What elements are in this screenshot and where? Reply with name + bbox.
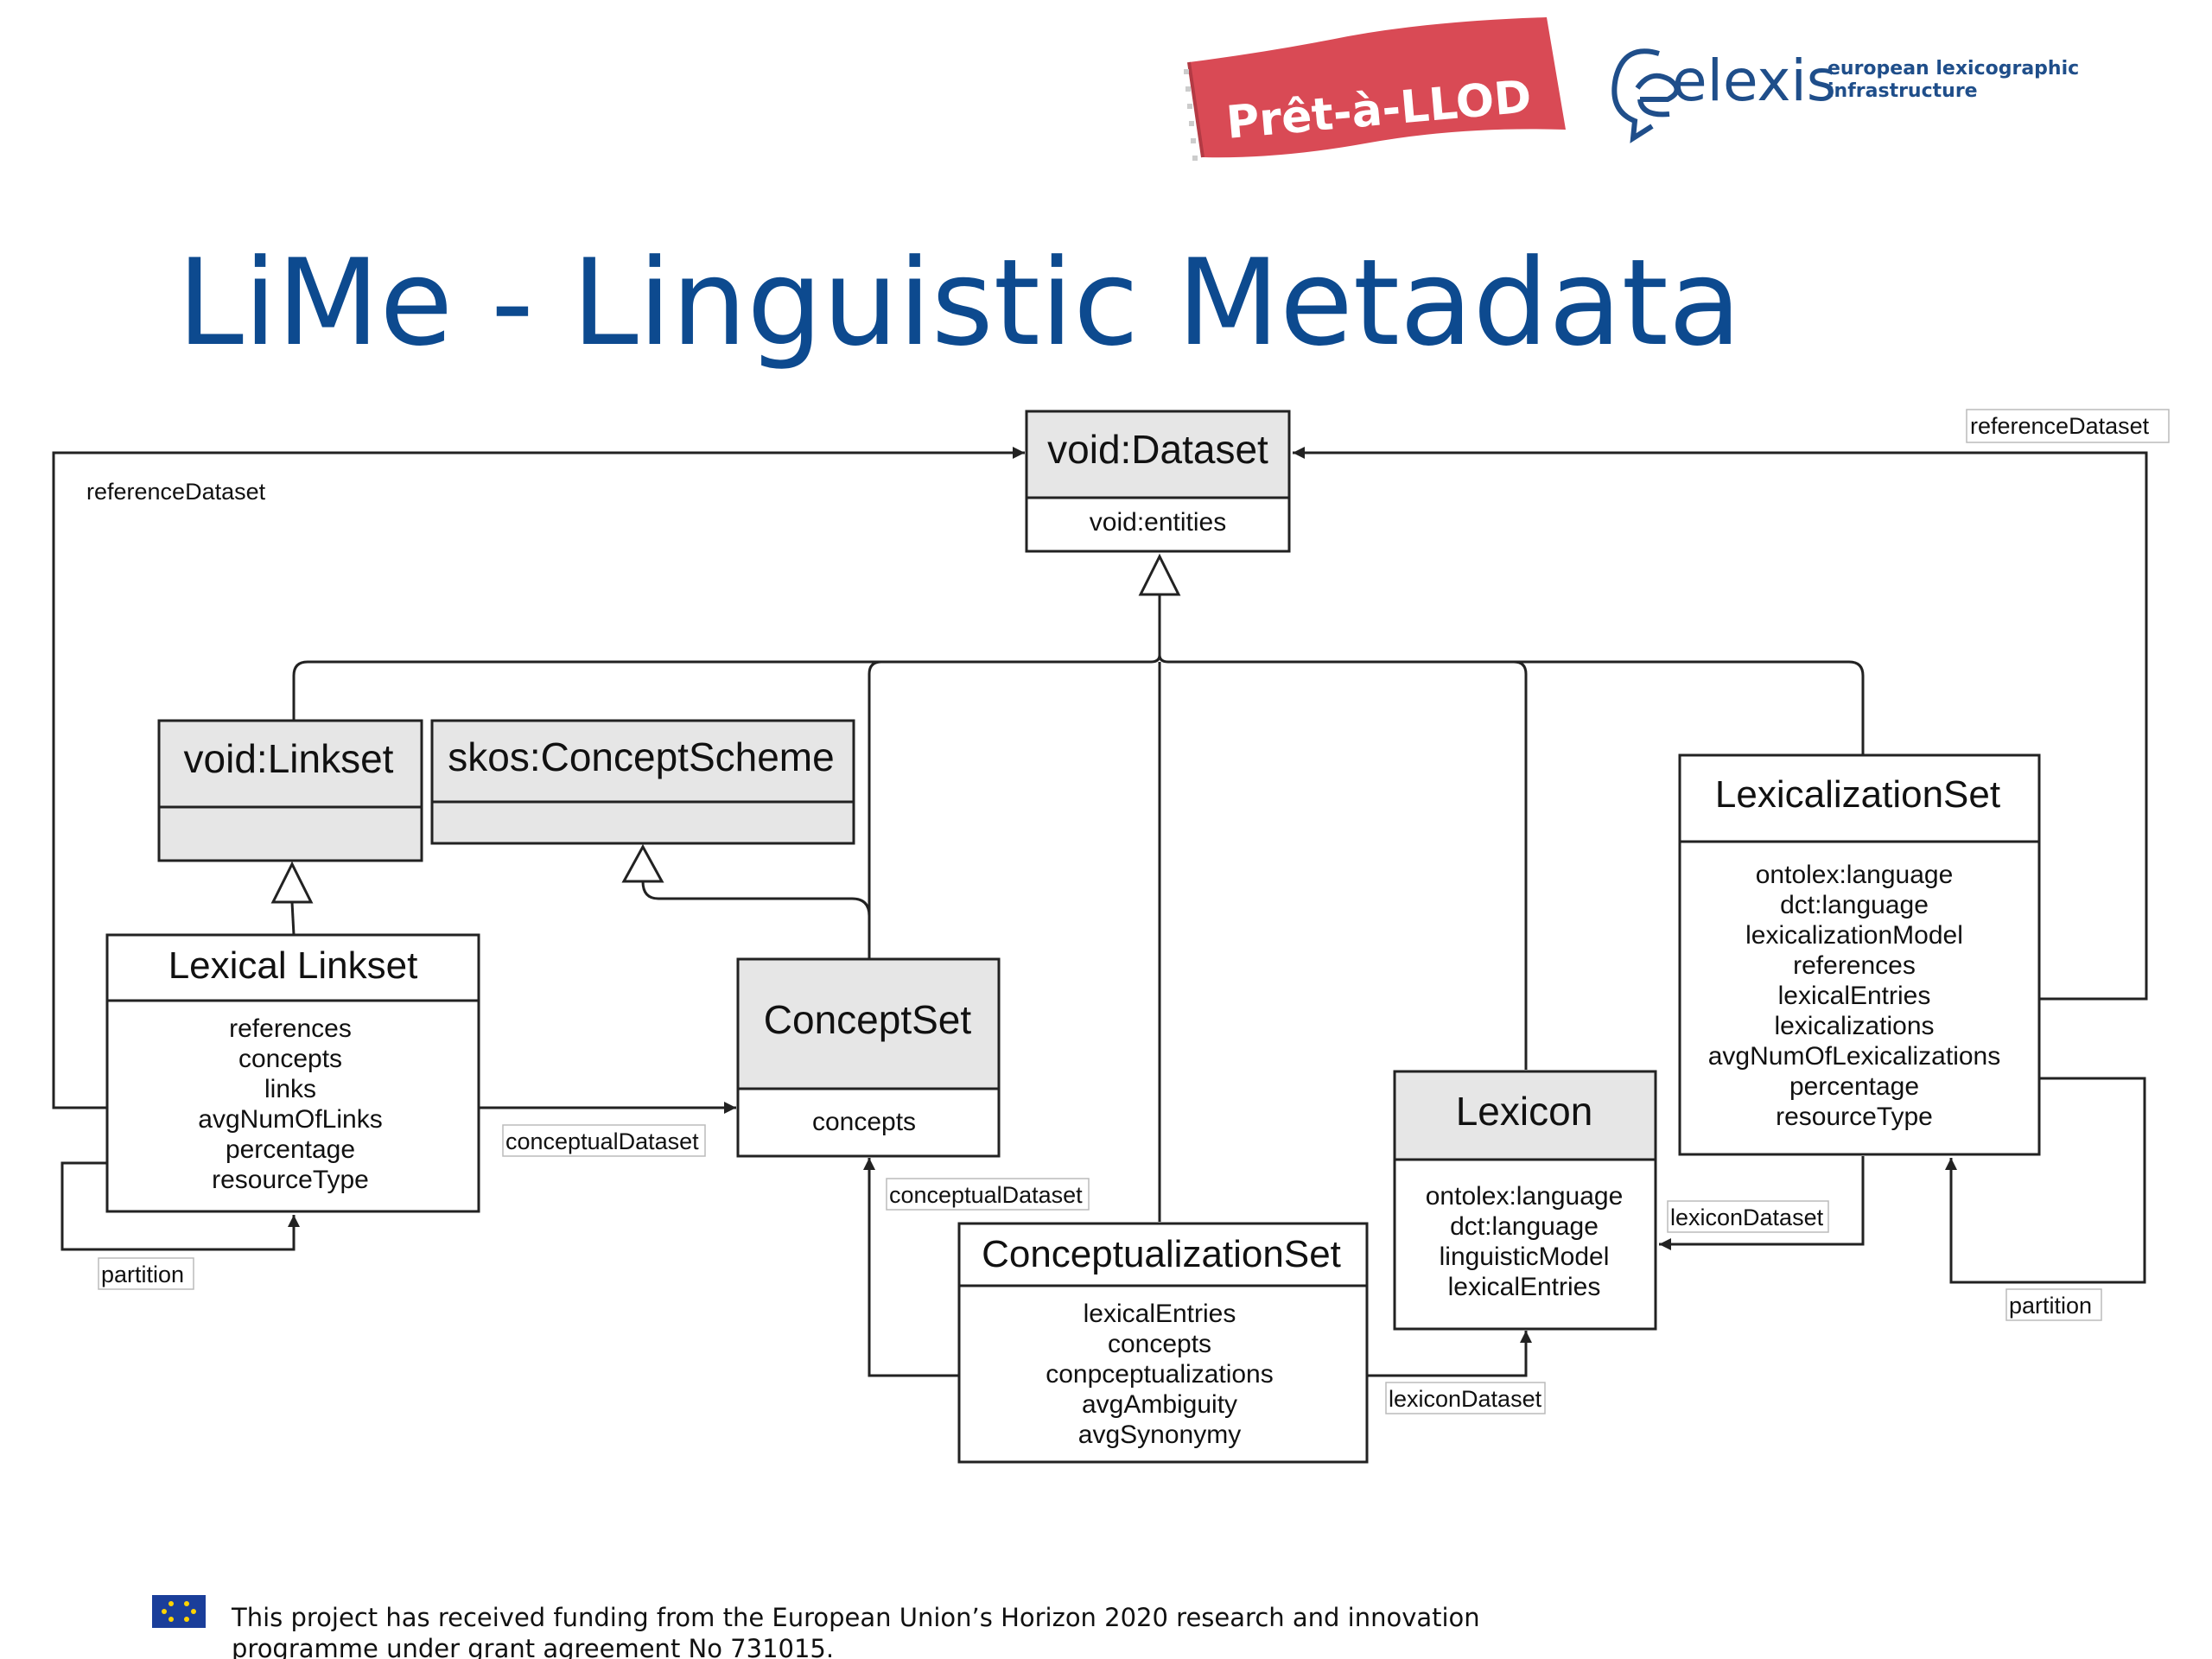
class-lexicon-attr: lexicalEntries: [1448, 1273, 1601, 1301]
class-lexicon: Lexicon ontolex:language dct:language li…: [1393, 1070, 1657, 1331]
class-lexical-linkset-attr: concepts: [238, 1045, 342, 1073]
class-conceptset-name: ConceptSet: [764, 997, 972, 1042]
linkset-triangle: [270, 861, 314, 904]
elexis-logo: elexis european lexicographic infrastruc…: [1611, 48, 2079, 143]
class-lexical-linkset-attr: links: [264, 1075, 316, 1103]
edge-labels: referenceDataset referenceDataset partit…: [86, 409, 2170, 1414]
edge-label-partition-right: partition: [2009, 1293, 2092, 1319]
class-conceptualizationset-attr: avgSynonymy: [1078, 1421, 1241, 1449]
speech-head-icon: [1611, 48, 1680, 143]
conceptual-conceptualization-edge: [863, 1158, 959, 1377]
elexis-tagline-line1: european lexicographic: [1827, 58, 2079, 79]
class-void-linkset: void:Linkset: [157, 719, 423, 862]
class-lexicalizationset-attr: lexicalizations: [1774, 1012, 1934, 1040]
class-lexicon-name: Lexicon: [1456, 1089, 1593, 1134]
class-conceptualizationset-attr: avgAmbiguity: [1082, 1390, 1237, 1419]
class-lexicon-attr: dct:language: [1450, 1212, 1599, 1241]
class-conceptset: ConceptSet concepts: [736, 957, 1001, 1158]
class-conceptualizationset-attr: concepts: [1108, 1330, 1211, 1358]
class-lexical-linkset: Lexical Linkset references concepts link…: [105, 933, 480, 1213]
class-lexical-linkset-attr: avgNumOfLinks: [198, 1105, 382, 1134]
class-conceptualizationset-attr: conpceptualizations: [1046, 1360, 1274, 1389]
class-lexicalizationset-attr: lexicalEntries: [1778, 982, 1931, 1010]
linkset-generalization: [290, 901, 296, 936]
partition-right-edge: [1945, 1077, 2146, 1284]
conceptscheme-triangle: [621, 843, 664, 883]
class-void-dataset: void:Dataset void:entities: [1025, 410, 1291, 553]
edge-label-conceptual-linkset: conceptualDataset: [505, 1128, 699, 1154]
class-skos-conceptscheme-name: skos:ConceptScheme: [448, 734, 834, 779]
class-lexicon-attr: ontolex:language: [1426, 1182, 1624, 1211]
eu-flag-icon: [152, 1595, 206, 1628]
edge-label-partition-left: partition: [101, 1262, 184, 1287]
pret-a-llod-logo: Prêt-à-LLOD: [1184, 17, 1566, 161]
class-lexicalizationset-attr: lexicalizationModel: [1745, 921, 1963, 950]
class-conceptualizationset-name: ConceptualizationSet: [982, 1233, 1341, 1275]
class-lexical-linkset-attr: resourceType: [212, 1166, 369, 1194]
class-lexicon-attr: linguisticModel: [1440, 1243, 1610, 1271]
class-lexicalizationset-attr: dct:language: [1780, 891, 1929, 919]
edge-label-conceptual-conceptualization: conceptualDataset: [889, 1182, 1083, 1208]
elexis-tagline-line2: infrastructure: [1827, 80, 1978, 102]
class-lexicalizationset-attr: ontolex:language: [1756, 861, 1954, 889]
page-title: LiMe - Linguistic Metadata: [177, 233, 1741, 372]
footer-line2: programme under grant agreement No 73101…: [232, 1634, 834, 1659]
class-void-dataset-name: void:Dataset: [1047, 427, 1268, 472]
ref-left-edge: [52, 447, 1025, 1109]
class-lexicalizationset-attr: references: [1793, 951, 1916, 980]
partition-left-edge: [60, 1161, 300, 1251]
class-skos-conceptscheme: skos:ConceptScheme: [430, 719, 855, 845]
footer-line1: This project has received funding from t…: [231, 1603, 1480, 1632]
elexis-logo-text: elexis: [1672, 48, 1836, 114]
class-lexicalizationset: LexicalizationSet ontolex:language dct:l…: [1678, 753, 2041, 1156]
class-conceptualizationset-attr: lexicalEntries: [1084, 1300, 1236, 1328]
class-lexical-linkset-attr: references: [229, 1014, 352, 1043]
ref-right-edge: [1293, 447, 2148, 1001]
class-void-dataset-attr: void:entities: [1090, 508, 1226, 537]
class-conceptset-attr: concepts: [812, 1108, 916, 1136]
dataset-triangle: [1138, 553, 1181, 596]
class-lexical-linkset-name: Lexical Linkset: [168, 944, 418, 987]
lexicon-lexicalization-edge: [1659, 1156, 1865, 1250]
generalization-bus: [1158, 594, 1865, 755]
edge-label-ref-left: referenceDataset: [86, 479, 266, 505]
class-void-linkset-name: void:Linkset: [184, 736, 394, 781]
class-lexicalizationset-attr: percentage: [1789, 1072, 1919, 1101]
diagram-connectors: [52, 447, 2148, 1377]
edge-label-lexicon-conceptualization: lexiconDataset: [1389, 1386, 1542, 1412]
edge-label-lexicon-lexicalization: lexiconDataset: [1670, 1205, 1824, 1230]
class-conceptualizationset: ConceptualizationSet lexicalEntries conc…: [957, 1222, 1369, 1464]
conceptset-generalization: [641, 880, 871, 959]
class-lexicalizationset-attr: avgNumOfLexicalizations: [1708, 1042, 2000, 1071]
class-lexicalizationset-attr: resourceType: [1776, 1103, 1933, 1131]
footer: This project has received funding from t…: [152, 1595, 1480, 1659]
lexicon-conceptualization-edge: [1367, 1331, 1532, 1377]
class-lexicalizationset-name: LexicalizationSet: [1715, 773, 2000, 816]
class-lexical-linkset-attr: percentage: [226, 1135, 355, 1164]
edge-label-ref-right: referenceDataset: [1970, 413, 2150, 439]
inheritance-triangles: [270, 553, 1181, 904]
